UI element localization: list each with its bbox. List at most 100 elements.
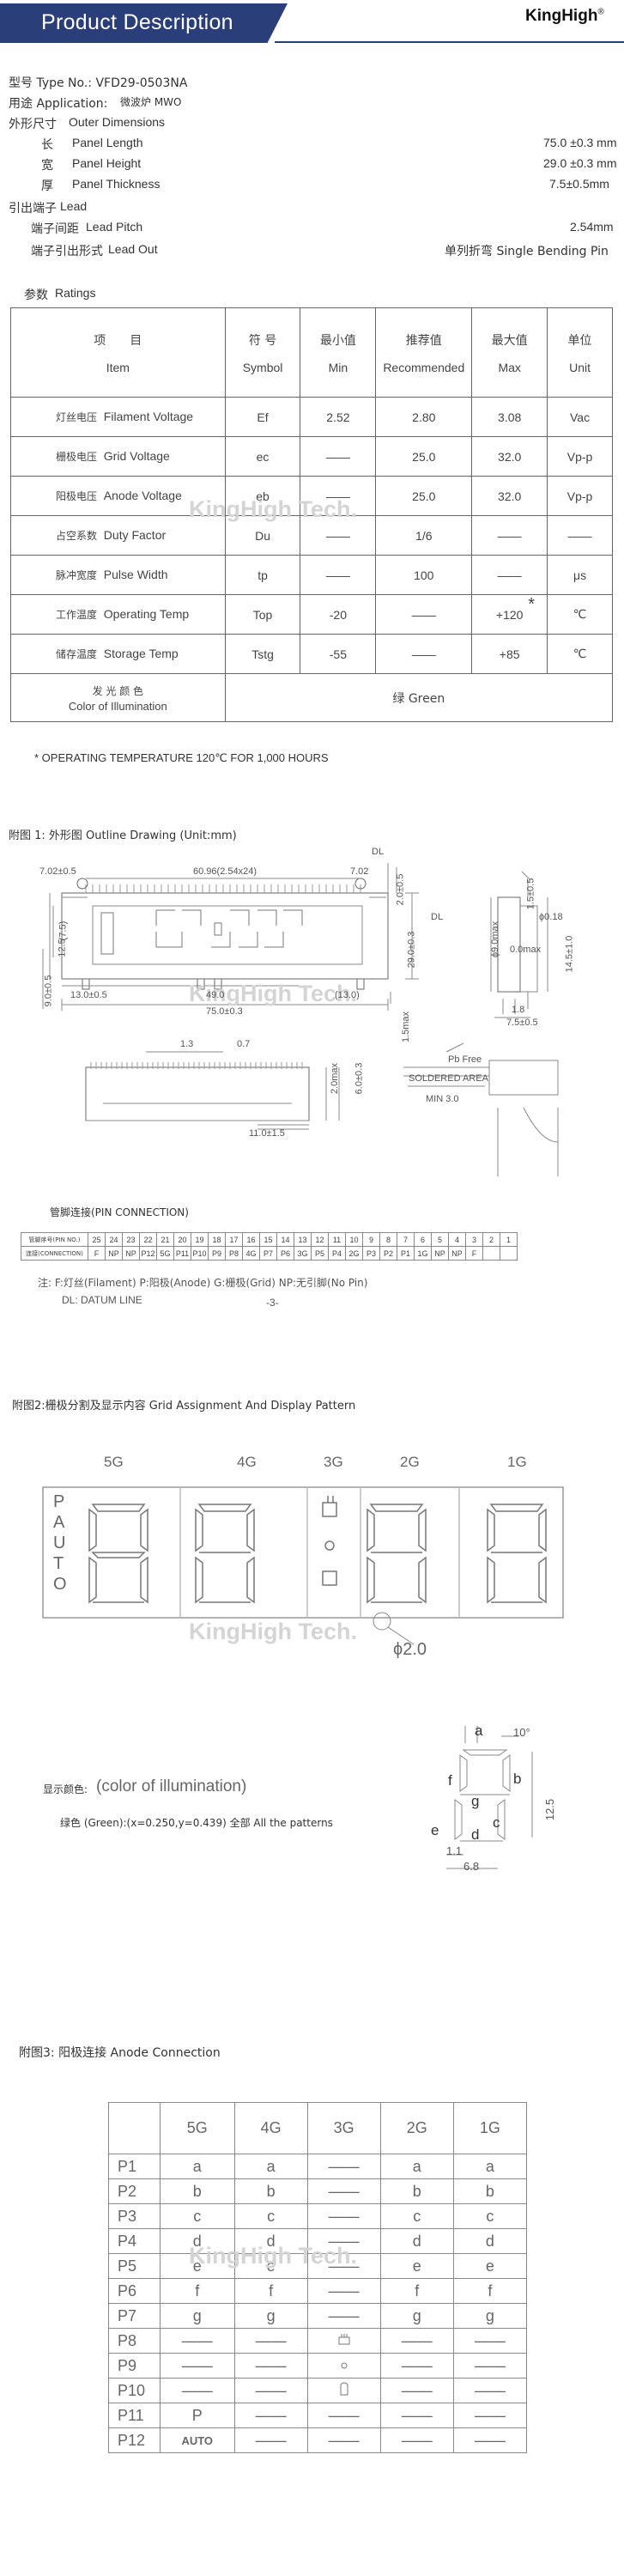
anode-cell: P11 [108,2403,161,2428]
leadout-en: Lead Out [108,242,158,256]
anode-cell: —— [160,2353,235,2379]
watermark: KingHigh Tech. [189,2243,357,2269]
application-value: 微波炉 MWO [120,96,182,108]
anode-cell: P1 [108,2154,161,2179]
pin-cell: 22 [139,1232,157,1247]
anode-cell: —— [233,2353,308,2379]
digit-5g [88,1504,148,1604]
dim-label: 7.02±0.5 [39,866,76,877]
anode-cell: —— [306,2278,381,2304]
pin-cell: 24 [105,1232,123,1247]
auto-letter: T [53,1554,64,1573]
table-row: 占空系数 Duty Factor Du —— 1/6 —— —— [10,515,613,556]
pin-cell: P6 [276,1246,294,1261]
pin-cell: NP [431,1246,449,1261]
row-min: -20 [300,594,377,635]
row-item: 工作温度 Operating Temp [10,594,226,635]
lead-label: 引出端子 [9,202,57,216]
table-row: P8———————— [108,2328,528,2354]
anode-header-row: 5G 4G 3G 2G 1G [108,2102,528,2154]
type-number: 型号 Type No.: VFD29-0503NA [9,76,188,90]
leadout-label: 端子引出形式 [31,245,103,258]
anode-cell: —— [306,2427,381,2453]
dim-label: 11.0±1.5 [249,1128,285,1139]
auto-letter: P [53,1492,65,1511]
pin-cell: P9 [208,1246,226,1261]
height-en: Panel Height [72,156,142,170]
row-rec: 2.80 [375,397,473,437]
anode-cell: d [233,2228,308,2254]
pin-cell: NP [105,1246,123,1261]
row-rec: —— [375,634,473,674]
anode-cell: —— [379,2353,454,2379]
segment-label-d: d [471,1826,480,1843]
pin-cell: 4G [242,1246,260,1261]
pin-cell: 10 [345,1232,363,1247]
lead-en: Lead [60,199,88,213]
dim-label: (13.0) [335,990,360,1000]
pin-cell: 23 [122,1232,140,1247]
outer-en: Outer Dimensions [69,115,166,129]
dim-label: 2.0±0.5 [395,873,406,906]
dim-label: (7.5) [58,920,69,941]
segment-label-c: c [493,1814,500,1831]
dim-label: ϕ9.0max [490,920,501,958]
dim-label: DL [372,847,385,857]
grid-label: 3G [324,1454,343,1470]
anode-cell: e [452,2253,528,2279]
anode-cell: e [233,2253,308,2279]
width-dim: 1.1 [446,1844,463,1857]
anode-header [108,2102,161,2154]
anode-cell: g [452,2303,528,2329]
colon-3g [322,1496,337,1586]
legend: 注: F:灯丝(Filament) P:阳极(Anode) G:栅极(Grid)… [38,1277,368,1289]
pin-cell: 3G [294,1246,312,1261]
pin-cell: 25 [88,1232,106,1247]
row-rec: 25.0 [375,436,473,477]
ratings-en: Ratings [55,286,96,300]
color-detail: 绿色 (Green):(x=0.250,y=0.439) 全部 All the … [60,1817,333,1829]
anode-cell: a [233,2154,308,2179]
ratings-label: 参数 [24,289,48,302]
anode-cell: b [233,2178,308,2204]
digit-4g [195,1504,255,1604]
dim-label: 49.0 [206,990,225,1000]
anode-cell: —— [160,2328,235,2354]
anode-cell: c [379,2203,454,2229]
dim-label: 2.0max [330,1062,341,1095]
dim-label: ϕ0.18 [539,912,563,922]
anode-title: 附图3: 阳极连接 Anode Connection [19,2046,221,2060]
pin-cell: NP [122,1246,140,1261]
grid-label: 2G [400,1454,420,1470]
pin-cell: 19 [191,1232,209,1247]
row-unit: Vac [547,397,613,437]
row-max: +85 [471,634,548,674]
grid-label: 4G [237,1454,257,1470]
auto-letter: A [53,1513,65,1532]
anode-cell: P4 [108,2228,161,2254]
row-unit: ℃ [547,594,613,635]
outline-title: 附图 1: 外形图 Outline Drawing (Unit:mm) [9,829,237,842]
dim-label: 1.5max [401,1011,412,1043]
pin-cell: 1 [500,1232,518,1247]
phi-dim: ϕ2.0 [393,1640,427,1659]
dim-label: 0.7 [237,1039,251,1049]
dim-label: 1.8 [512,1005,525,1015]
pitch-en: Lead Pitch [86,220,143,234]
anode-cell: —— [233,2328,308,2354]
brand-logo: KingHigh® [525,7,604,25]
pin-cell [500,1246,518,1261]
pitch-label: 端子间距 [31,222,79,236]
outline-drawing [42,863,559,1176]
anode-cell: c [452,2203,528,2229]
